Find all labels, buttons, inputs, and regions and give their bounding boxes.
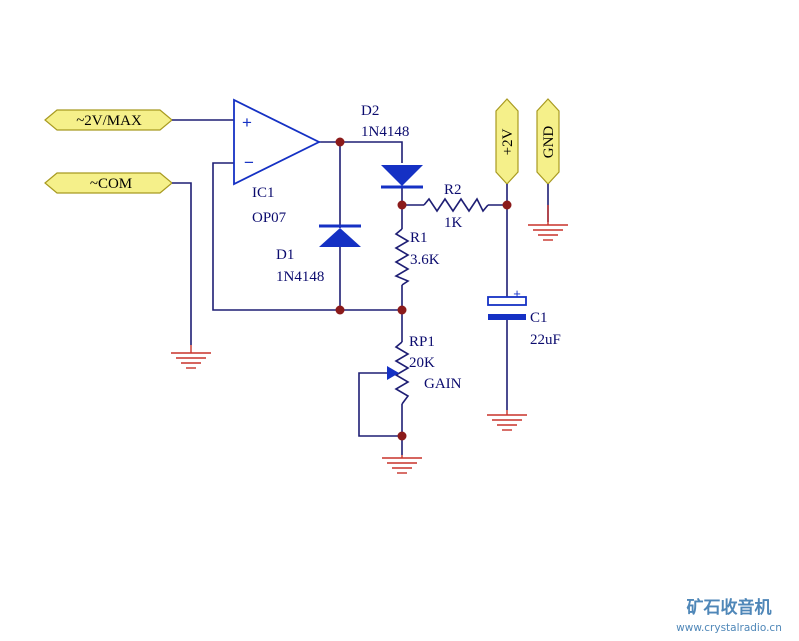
diode-d2 — [381, 165, 423, 189]
d2-value: 1N4148 — [361, 124, 409, 140]
ground-symbol-com — [171, 345, 211, 369]
diode-d1 — [319, 224, 361, 247]
port-vout-label: +2V — [500, 128, 516, 155]
potentiometer-rp1 — [387, 341, 410, 405]
junction-dot — [397, 200, 407, 210]
r1-ref: R1 — [410, 230, 428, 246]
capacitor-c1: + — [487, 286, 527, 320]
ground-symbol-gnd-port — [528, 205, 568, 241]
r2-ref: R2 — [444, 182, 462, 198]
port-vin-label: ~2V/MAX — [76, 113, 142, 129]
port-vin: ~2V/MAX — [44, 109, 173, 131]
ic1-value: OP07 — [252, 210, 287, 226]
c1-ref: C1 — [530, 310, 548, 326]
d1-ref: D1 — [276, 247, 294, 263]
opamp-ic1: + − — [233, 98, 322, 186]
port-com: ~COM — [44, 172, 173, 194]
junction-dots — [335, 137, 512, 441]
d2-ref: D2 — [361, 103, 379, 119]
port-gnd-label: GND — [541, 126, 557, 159]
port-com-label: ~COM — [90, 176, 132, 192]
junction-dot — [335, 137, 345, 147]
port-gnd: GND — [536, 98, 560, 185]
rp1-value: 20K — [409, 355, 435, 371]
rp1-label: GAIN — [424, 376, 462, 392]
watermark-url: www.crystalradio.cn — [676, 622, 782, 634]
junction-dot — [502, 200, 512, 210]
c1-polarity-mark: + — [513, 286, 521, 301]
resistor-r1 — [394, 228, 410, 286]
opamp-plus-sign: + — [242, 113, 252, 132]
resistor-r2 — [423, 197, 489, 213]
ground-symbol-cap — [487, 410, 527, 431]
junction-dot — [397, 305, 407, 315]
junction-dot — [397, 431, 407, 441]
opamp-minus-sign: − — [244, 153, 254, 172]
c1-value: 22uF — [530, 332, 561, 348]
junction-dot — [335, 305, 345, 315]
wires — [172, 119, 549, 455]
rp1-ref: RP1 — [409, 334, 435, 350]
ground-symbol-pot — [382, 455, 422, 474]
r1-value: 3.6K — [410, 252, 440, 268]
d1-value: 1N4148 — [276, 269, 324, 285]
ic1-ref: IC1 — [252, 185, 275, 201]
port-vout: +2V — [495, 98, 519, 185]
watermark-title: 矿石收音机 — [687, 597, 772, 618]
r2-value: 1K — [444, 215, 463, 231]
